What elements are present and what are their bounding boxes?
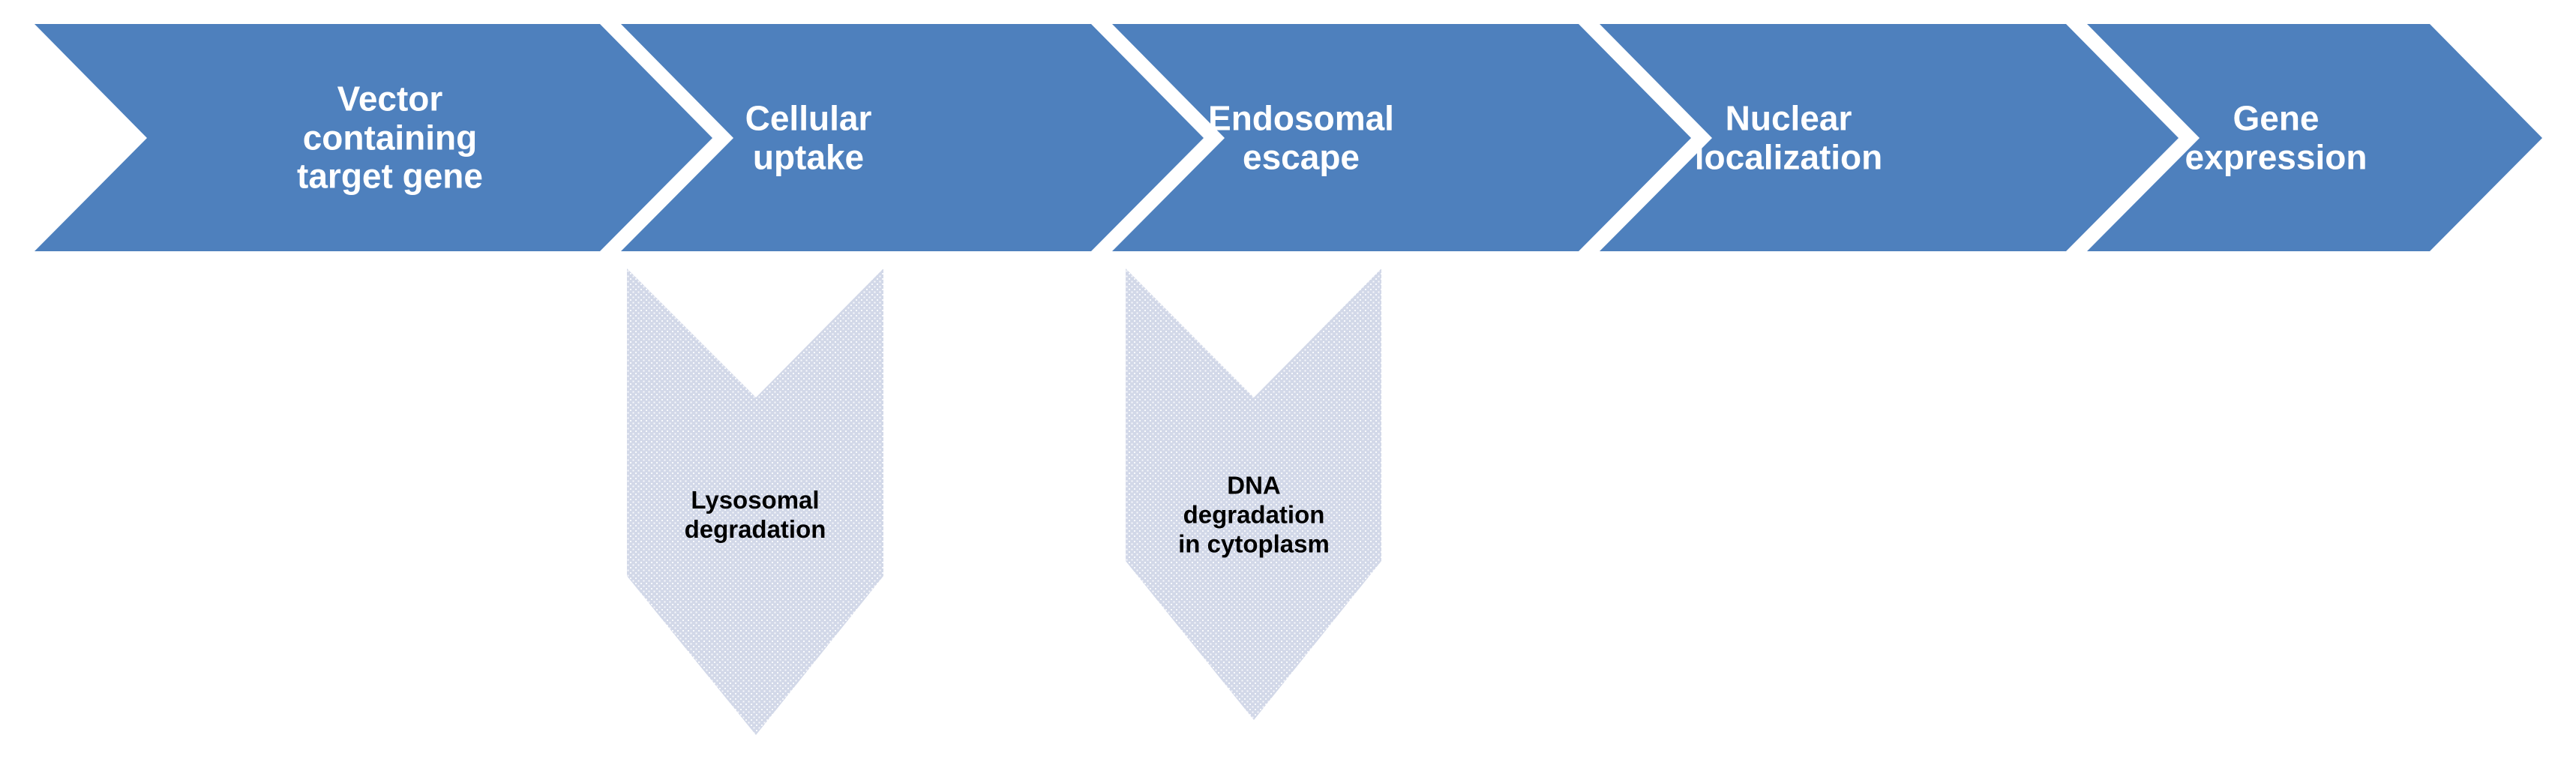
chevron-stage-1[interactable] (34, 24, 712, 251)
barrier-shape-lysosomal-degradation[interactable] (627, 268, 883, 735)
barrier-shape-dna-degradation[interactable] (1126, 268, 1381, 720)
chevron-band-group (34, 24, 2542, 251)
chevron-stage-2[interactable] (621, 24, 1204, 251)
barrier-shape-group (627, 268, 1381, 735)
chevron-stage-3[interactable] (1112, 24, 1691, 251)
chevron-stage-4[interactable] (1600, 24, 2179, 251)
chevron-stage-5[interactable] (2087, 24, 2542, 251)
